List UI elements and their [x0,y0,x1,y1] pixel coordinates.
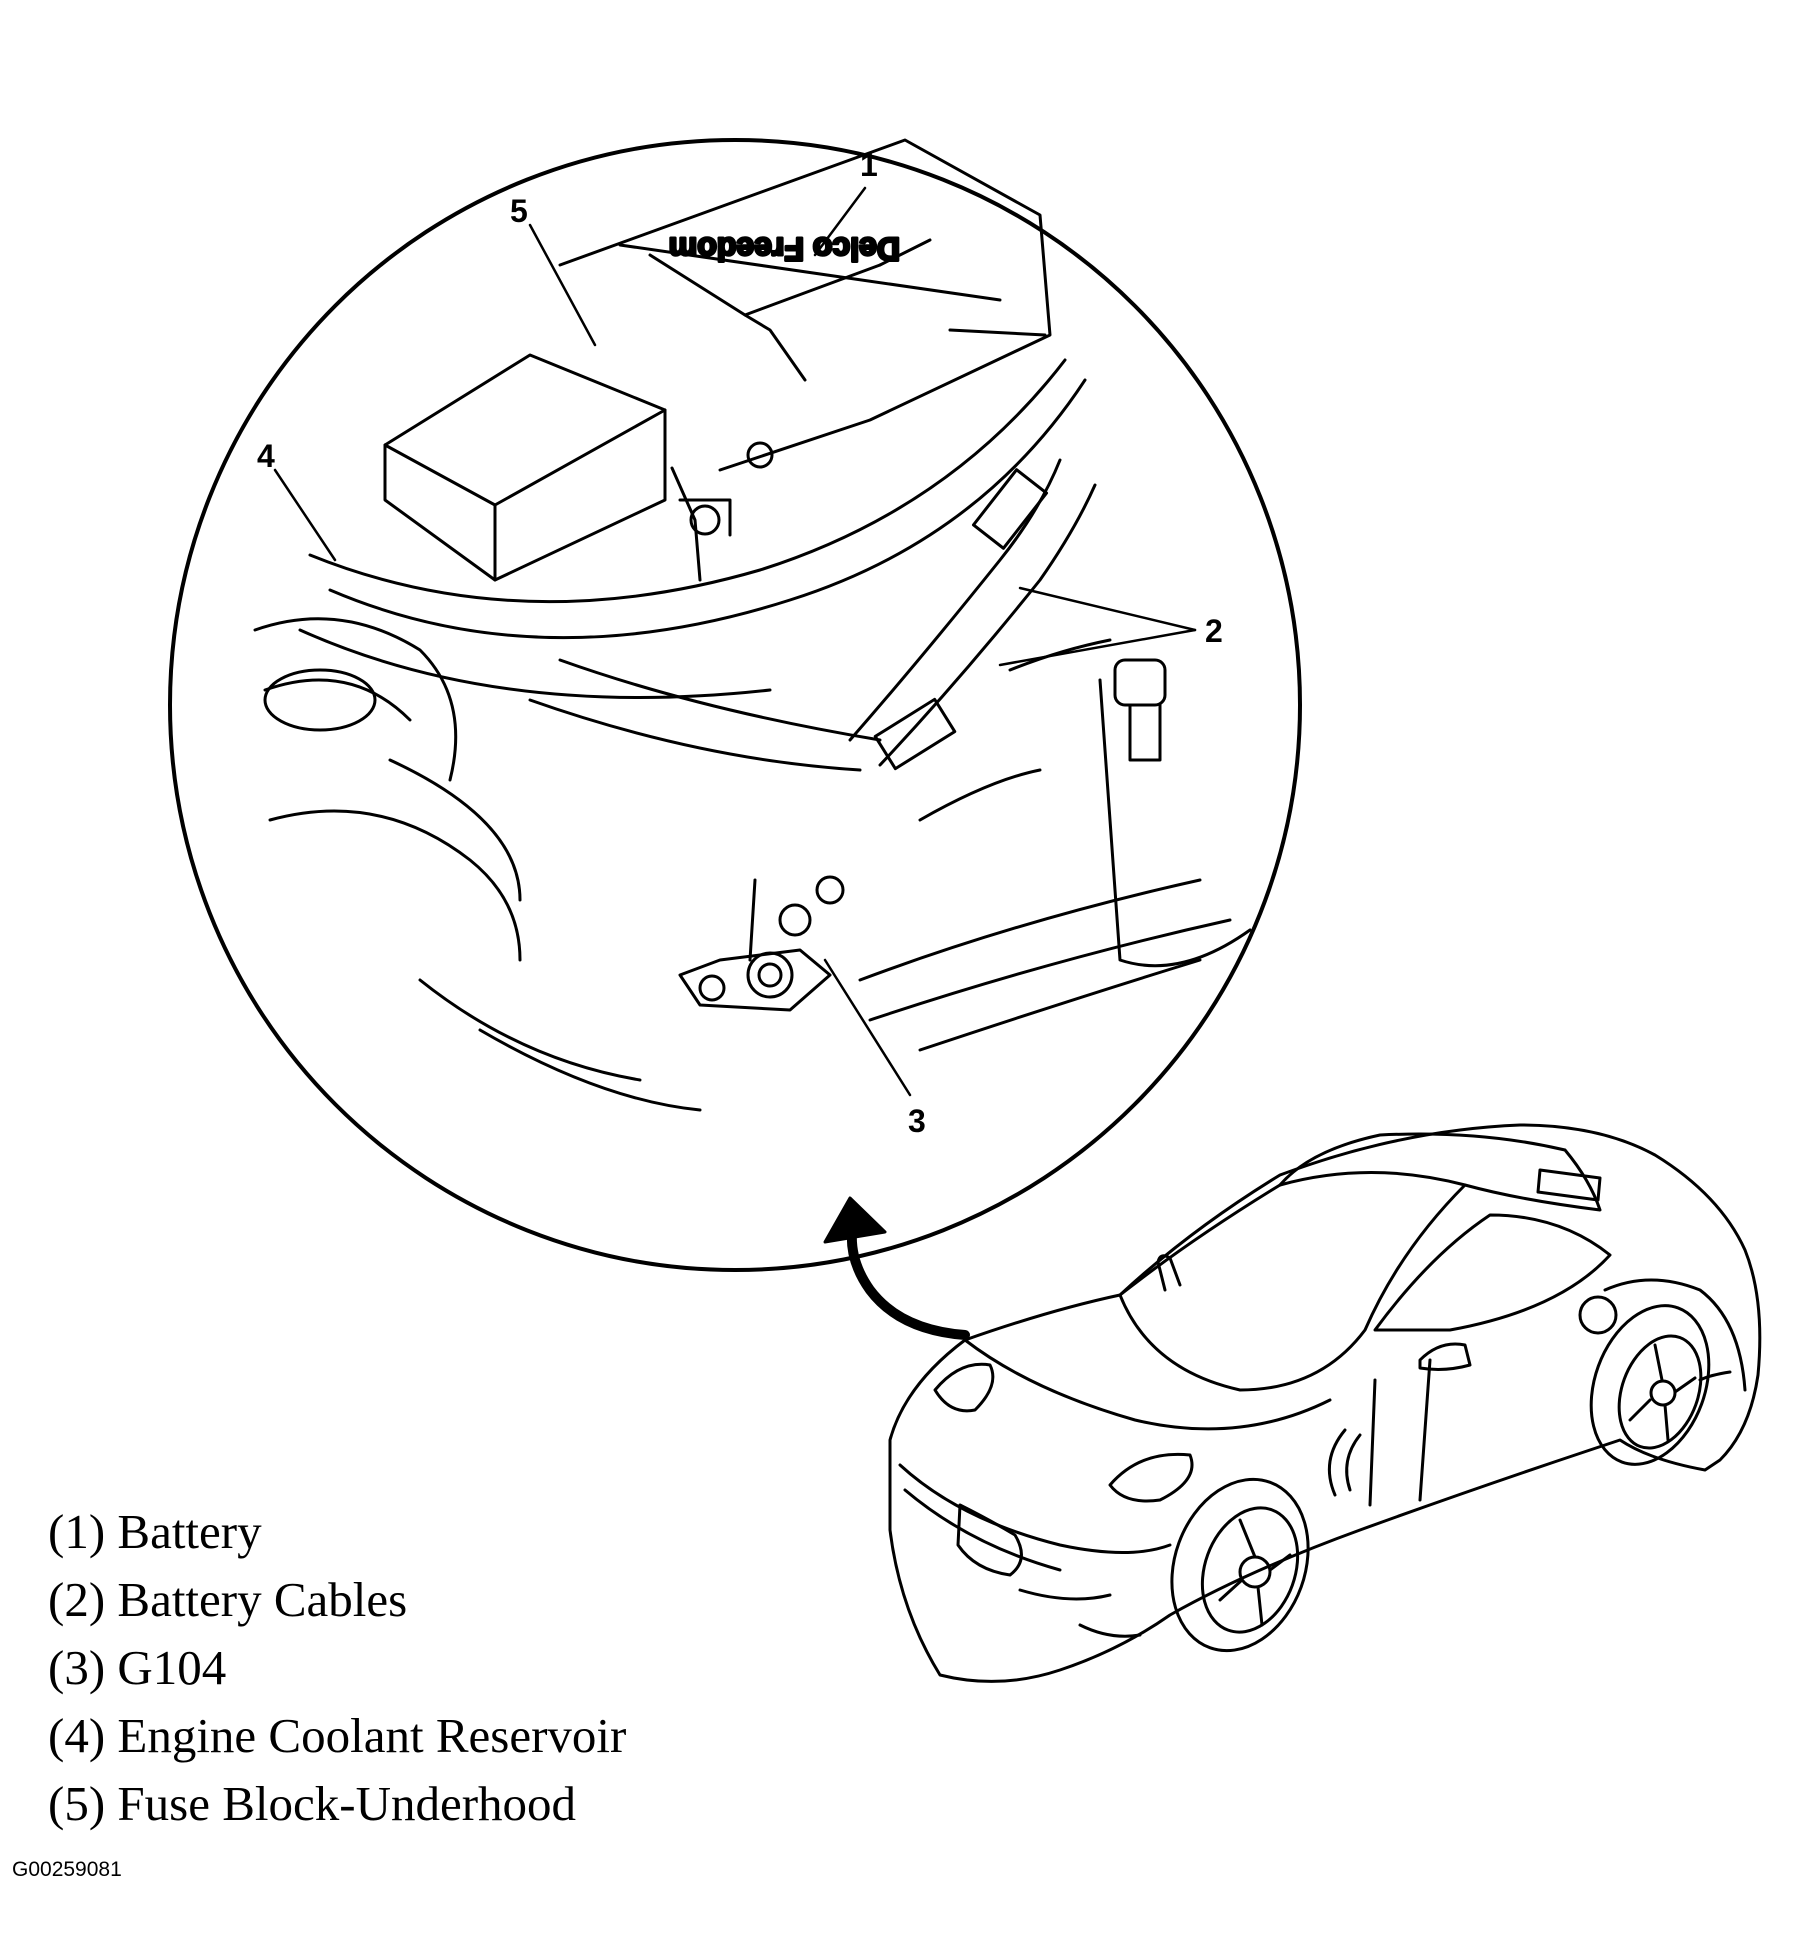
location-arrow [823,1196,970,1340]
battery: Delco Freedom [558,138,1052,582]
callout-5: 5 [510,193,528,229]
legend-item-battery: (1) Battery [48,1504,262,1559]
callout-4: 4 [257,438,275,474]
ground-g104 [678,875,845,1012]
figure-id: G00259081 [12,1858,122,1881]
component-legend: (1) Battery (2) Battery Cables (3) G104 … [48,1498,626,1838]
battery-label-text: Delco Freedom [669,231,900,267]
fuse-block-underhood [383,353,667,582]
legend-item-engine-coolant-reservoir: (4) Engine Coolant Reservoir [48,1708,627,1763]
body-contour-lines [298,358,1087,699]
callout-2: 2 [1205,613,1223,649]
callout-1: 1 [860,147,878,183]
callout-3: 3 [908,1103,926,1139]
legend-item-g104: (3) G104 [48,1640,227,1695]
detail-view-circle [168,138,1302,1272]
callout-numbers: 1 5 4 2 3 [257,147,1223,1139]
legend-item-battery-cables: (2) Battery Cables [48,1572,408,1627]
engine-coolant-reservoir [253,617,522,962]
car-illustration [888,1123,1762,1683]
battery-cables [528,458,1097,772]
engine-bay-details [418,638,1252,1112]
leader-lines [273,186,1197,1097]
legend-item-fuse-block-underhood: (5) Fuse Block-Underhood [48,1776,577,1831]
